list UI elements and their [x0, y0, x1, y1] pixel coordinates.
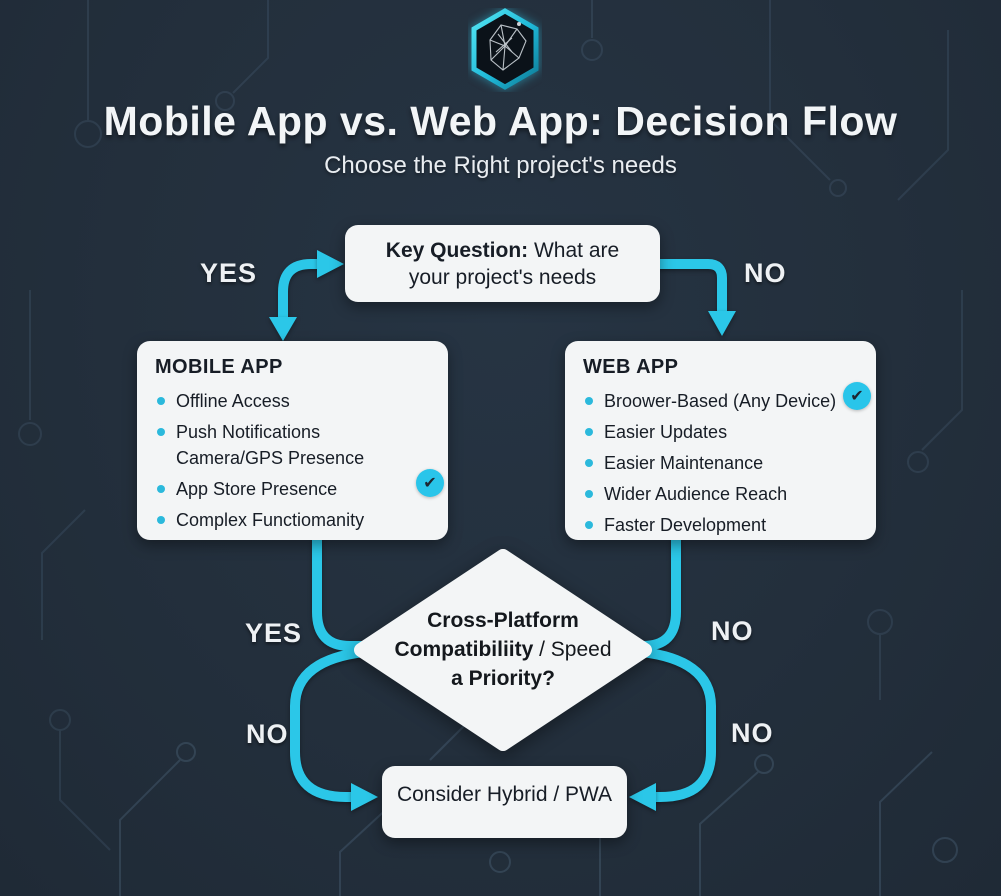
- check-badge-icon: ✔: [416, 469, 444, 497]
- arrowhead-right-into-key: [317, 250, 344, 278]
- label-no-bottom-right: NO: [731, 718, 774, 748]
- connector-diamond-result-right: [637, 647, 716, 802]
- page-subtitle: Choose the Right project's needs: [324, 152, 677, 179]
- list-item: Offline Access: [155, 390, 430, 412]
- connector-diamond-result-left: [290, 647, 369, 802]
- arrowhead-down-into-mobile: [269, 317, 297, 341]
- list-item: App Store Presence: [155, 478, 430, 500]
- label-no-bottom-left: NO: [246, 719, 289, 749]
- list-item: Faster Development: [583, 514, 858, 536]
- list-item: Easier Maintenance: [583, 452, 858, 474]
- bullet-icon: [585, 521, 593, 529]
- key-question-text: Key Question: What are your project's ne…: [385, 238, 620, 289]
- label-no-top: NO: [744, 258, 787, 288]
- web-app-card: WEB APP Broower-Based (Any Device) Easie…: [565, 341, 876, 540]
- arrow-yes-top: [278, 259, 322, 325]
- bullet-icon: [157, 397, 165, 405]
- connector-mobile-diamond: [312, 535, 379, 651]
- bullet-icon: [585, 397, 593, 405]
- list-item: Easier Updates: [583, 421, 858, 443]
- label-no-mid-right: NO: [711, 616, 754, 646]
- arrow-no-top: [655, 259, 727, 316]
- arrowhead-left-into-result: [629, 783, 656, 811]
- bullet-icon: [157, 516, 165, 524]
- hexagon-logo: [471, 8, 539, 90]
- list-item: Complex Functiomanity: [155, 509, 430, 531]
- check-badge-icon: ✔: [843, 382, 871, 410]
- list-item: Broower-Based (Any Device): [583, 390, 858, 412]
- mobile-app-title: MOBILE APP: [155, 356, 283, 378]
- arrowhead-down-into-web: [708, 311, 736, 336]
- page-title: Mobile App vs. Web App: Decision Flow: [103, 98, 898, 144]
- web-app-title: WEB APP: [583, 356, 679, 378]
- bullet-icon: [585, 428, 593, 436]
- mobile-app-card: MOBILE APP Offline Access Push Notificat…: [137, 341, 448, 540]
- result-text: Consider Hybrid / PWA: [396, 783, 613, 806]
- bullet-icon: [157, 485, 165, 493]
- bullet-icon: [585, 490, 593, 498]
- arrowhead-right-into-result: [351, 783, 378, 811]
- decision-diamond: [354, 549, 652, 751]
- label-yes-mid: YES: [245, 618, 303, 648]
- list-item: Wider Audience Reach: [583, 483, 858, 505]
- result-box: Consider Hybrid / PWA: [382, 766, 627, 838]
- decision-question: Cross-Platform Compatibiliity / Speed a …: [394, 609, 612, 690]
- wireframe-art-icon: [489, 22, 527, 71]
- key-question-box: Key Question: What are your project's ne…: [345, 225, 660, 302]
- label-yes-top: YES: [200, 258, 258, 288]
- bullet-icon: [157, 428, 165, 436]
- connector-web-diamond: [627, 535, 681, 651]
- bullet-icon: [585, 459, 593, 467]
- list-item-continuation: Camera/GPS Presence: [176, 448, 365, 468]
- list-item: Push Notifications: [155, 421, 430, 443]
